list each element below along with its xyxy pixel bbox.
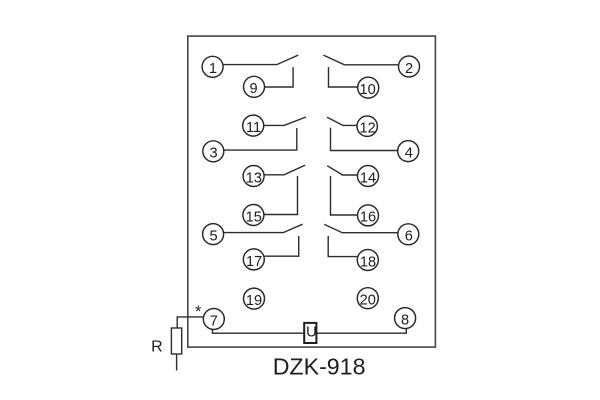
svg-text:U: U bbox=[306, 323, 317, 340]
svg-text:19: 19 bbox=[246, 293, 262, 309]
svg-text:9: 9 bbox=[250, 81, 258, 97]
svg-text:*: * bbox=[195, 303, 202, 321]
svg-text:17: 17 bbox=[246, 254, 262, 270]
svg-text:13: 13 bbox=[246, 170, 262, 186]
svg-text:14: 14 bbox=[360, 170, 376, 186]
svg-text:16: 16 bbox=[360, 210, 376, 226]
svg-text:3: 3 bbox=[210, 146, 218, 162]
svg-text:18: 18 bbox=[360, 254, 376, 270]
svg-text:1: 1 bbox=[209, 61, 217, 77]
svg-text:10: 10 bbox=[359, 82, 375, 98]
svg-text:2: 2 bbox=[405, 61, 413, 77]
svg-text:20: 20 bbox=[360, 293, 376, 309]
svg-text:15: 15 bbox=[246, 209, 262, 225]
svg-text:11: 11 bbox=[246, 120, 261, 136]
svg-text:12: 12 bbox=[359, 121, 375, 137]
svg-text:5: 5 bbox=[210, 228, 218, 244]
svg-text:DZK-918: DZK-918 bbox=[273, 354, 366, 380]
svg-text:R: R bbox=[151, 339, 163, 356]
svg-text:7: 7 bbox=[210, 313, 218, 329]
svg-text:4: 4 bbox=[405, 145, 413, 161]
svg-text:6: 6 bbox=[405, 229, 413, 245]
svg-text:8: 8 bbox=[401, 312, 409, 328]
